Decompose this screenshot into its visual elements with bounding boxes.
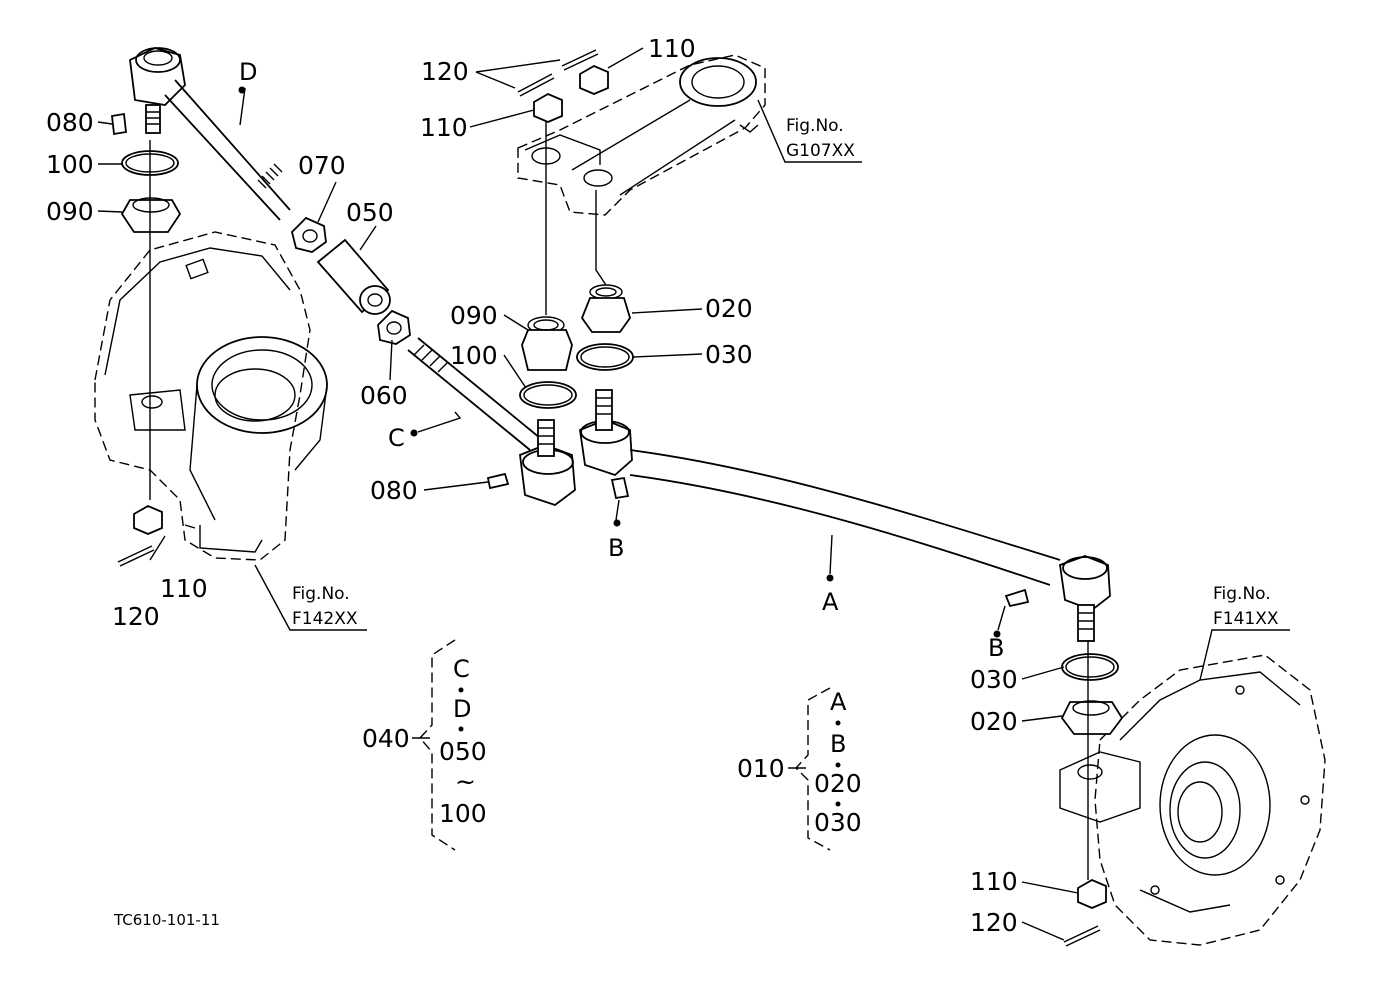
callout-110-bottom-right: 110	[970, 867, 1018, 896]
assembly-040-item-1: D	[453, 695, 471, 723]
callout-110-bottom-left: 110	[160, 574, 208, 603]
right-knuckle-housing	[1059, 654, 1326, 946]
fig-ref-top-line1: Fig.No.	[786, 116, 844, 136]
callout-020-mid: 020	[705, 294, 753, 323]
assembly-040-number: 040	[362, 724, 410, 753]
label-C: C	[388, 424, 405, 452]
figure-references: Fig.No. G107XX Fig.No. F142XX Fig.No. F1…	[292, 116, 1279, 629]
assembly-040-item-3: ~	[455, 767, 476, 796]
assembly-040-item-4: 100	[439, 799, 487, 828]
assembly-040-item-2: 050	[439, 737, 487, 766]
label-A: A	[822, 588, 839, 616]
assembly-010-number: 010	[737, 754, 785, 783]
callout-labels: 120 110 110 080 100 090 070 050 060 090 …	[46, 34, 1018, 937]
callout-100-mid: 100	[450, 341, 498, 370]
small-parts	[111, 49, 1124, 947]
callout-110-top-right: 110	[648, 34, 696, 63]
label-B-right: B	[988, 634, 1004, 662]
callout-080-left: 080	[46, 108, 94, 137]
callout-030-right: 030	[970, 665, 1018, 694]
left-knuckle-housing	[94, 231, 328, 561]
callout-090-left: 090	[46, 197, 94, 226]
assembly-010-bracket: 010 A B 020 030	[737, 687, 862, 851]
fig-ref-right-line2: F141XX	[1213, 609, 1279, 629]
fig-ref-left-line1: Fig.No.	[292, 584, 350, 604]
callout-090-mid: 090	[450, 301, 498, 330]
fig-ref-right-line1: Fig.No.	[1213, 584, 1271, 604]
label-D: D	[239, 58, 257, 86]
pitman-arm	[517, 54, 766, 216]
assembly-010-item-3: 030	[814, 808, 862, 837]
callout-020-right: 020	[970, 707, 1018, 736]
fig-ref-top-line2: G107XX	[786, 141, 855, 161]
callout-110-top-left: 110	[420, 113, 468, 142]
callout-120-bottom-left: 120	[112, 602, 160, 631]
tie-rod-assembly	[579, 389, 1111, 642]
assembly-010-item-1: B	[830, 730, 846, 758]
assembly-010-item-0: A	[830, 688, 847, 716]
assembly-010-item-2: 020	[814, 769, 862, 798]
callout-060: 060	[360, 381, 408, 410]
leader-lines	[97, 47, 1290, 941]
callout-050: 050	[346, 198, 394, 227]
callout-120-top: 120	[421, 57, 469, 86]
assembly-040-bracket: 040 C D 050 ~ 100	[362, 639, 487, 851]
letter-labels: D C B A B	[239, 58, 1004, 662]
callout-080-mid: 080	[370, 476, 418, 505]
callout-120-bottom-right: 120	[970, 908, 1018, 937]
assembly-040-item-0: C	[453, 655, 470, 683]
drag-link-assembly	[129, 47, 576, 507]
fig-ref-left-line2: F142XX	[292, 609, 358, 629]
callout-030-mid: 030	[705, 340, 753, 369]
drawing-code: TC610-101-11	[113, 911, 220, 929]
callout-070: 070	[298, 151, 346, 180]
callout-100-left: 100	[46, 150, 94, 179]
label-B-mid: B	[608, 534, 624, 562]
